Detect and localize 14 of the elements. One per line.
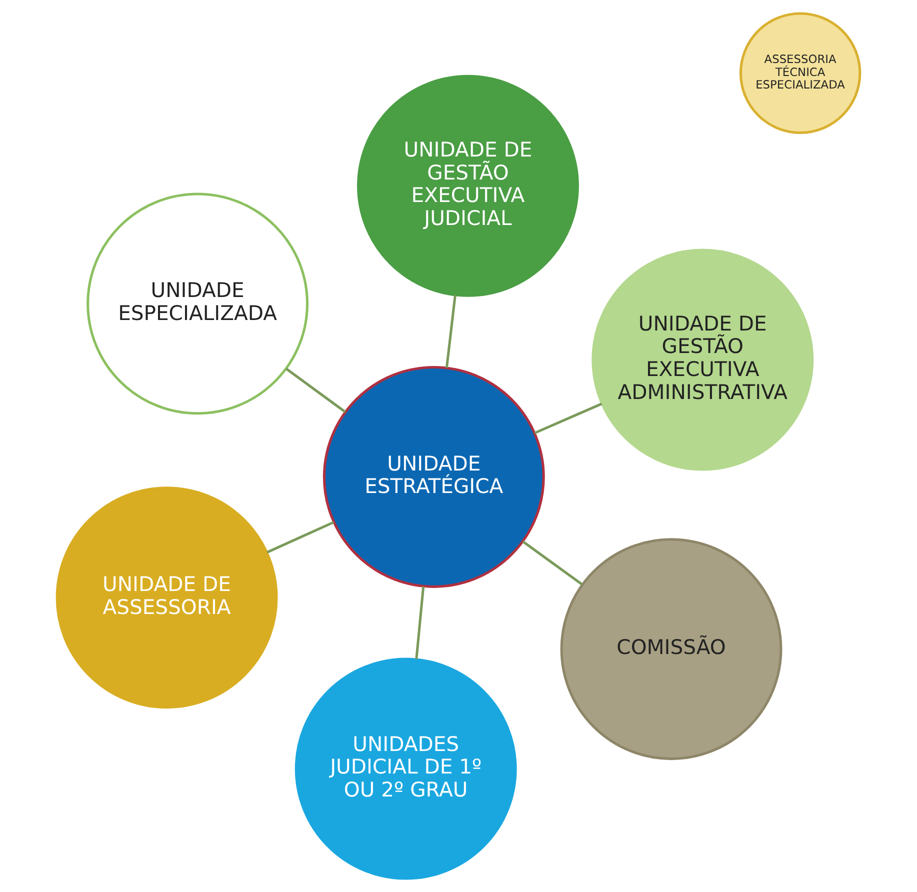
node-circle: UNIDADE DE ASSESSORIA [56,486,278,709]
connector [445,295,456,368]
connector [534,402,602,434]
connector [266,521,334,554]
connector [415,586,425,660]
node-circle: ASSESSORIA TÉCNICA ESPECIALIZADA [739,12,862,134]
node-circle: UNIDADE ESTRATÉGICA [322,366,545,588]
connector [286,368,346,413]
node-circle: UNIDADES JUDICIAL DE 1º OU 2º GRAU [294,658,517,880]
node-circle: COMISSÃO [560,538,782,760]
node-circle: UNIDADE DE GESTÃO EXECUTIVA ADMINISTRATIVA [592,248,814,471]
node-circle: UNIDADE DE GESTÃO EXECUTIVA JUDICIAL [357,74,579,297]
node-circle: UNIDADE ESPECIALIZADA [86,192,309,415]
connector [522,540,583,586]
